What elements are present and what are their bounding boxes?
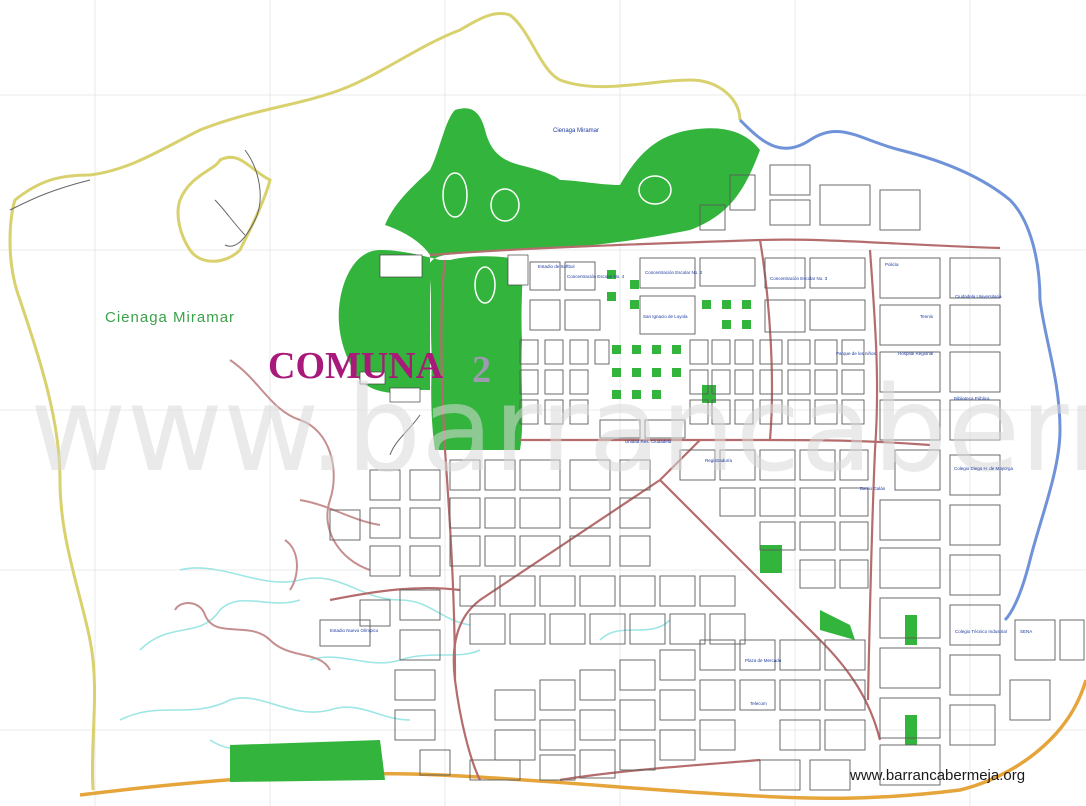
poi-label: Concentración Escolar No. 2	[645, 270, 703, 275]
blocks-center-south	[469, 449, 941, 791]
poi-label: Ciudadela Universitaria	[955, 294, 1002, 299]
watermark-text: www.barrancabermeja.org	[30, 360, 1086, 498]
hill-paths	[174, 359, 381, 671]
hill-roads	[9, 149, 421, 456]
poi-label: SENA	[1020, 629, 1032, 634]
blocks-northeast	[699, 164, 921, 231]
poi-label: Colegio Técnico Industrial	[955, 629, 1007, 634]
green-areas	[230, 108, 917, 782]
green-lots	[607, 270, 751, 399]
poi-label: Concentración Escolar No. 3	[770, 276, 828, 281]
sports-fields	[442, 172, 672, 304]
poi-label: Telecom	[750, 701, 767, 706]
label-cienaga-miramar: Cienaga Miramar	[105, 309, 235, 326]
label-comuna-number: 2	[472, 349, 491, 391]
blocks-center-west	[319, 419, 746, 776]
label-cienaga-top: Cienaga Miramar	[553, 128, 599, 134]
poi-label: Barrio Galán	[860, 486, 886, 491]
main-roads	[329, 238, 1001, 782]
park-buildings	[359, 254, 529, 403]
label-comuna: COMUNA	[268, 345, 444, 387]
poi-label: Hospital Regional	[898, 351, 933, 356]
boundary-blue	[738, 118, 1062, 622]
poi-label: Estadio de Softbol	[538, 264, 575, 269]
poi-label: Biblioteca Pública	[954, 396, 990, 401]
poi-label: San Ignacio de Loyola	[643, 314, 688, 319]
blocks-east	[879, 257, 1085, 746]
poi-label: Parque de los niños	[836, 351, 877, 356]
poi-label: Plaza de Mercado	[745, 658, 782, 663]
boundary-yellow	[8, 12, 742, 791]
site-credit: www.barrancabermeja.org	[849, 767, 1025, 784]
poi-label: Policía	[885, 262, 899, 267]
blocks-north-center	[519, 257, 866, 425]
poi-labels: Estadio de Softbol Concentración Escolar…	[330, 262, 1032, 706]
poi-label: Unidad Res. Ciudadela	[625, 439, 672, 444]
poi-label: Colegio Diego H. de Mayorga	[954, 466, 1014, 471]
poi-label: Registraduría	[705, 458, 733, 463]
poi-label: Estadio Nuevo Olímpico	[330, 628, 379, 633]
poi-label: Tennis	[920, 314, 934, 319]
poi-label: Concentración Escolar No. 4	[567, 274, 625, 279]
street-blocks	[319, 164, 1085, 791]
